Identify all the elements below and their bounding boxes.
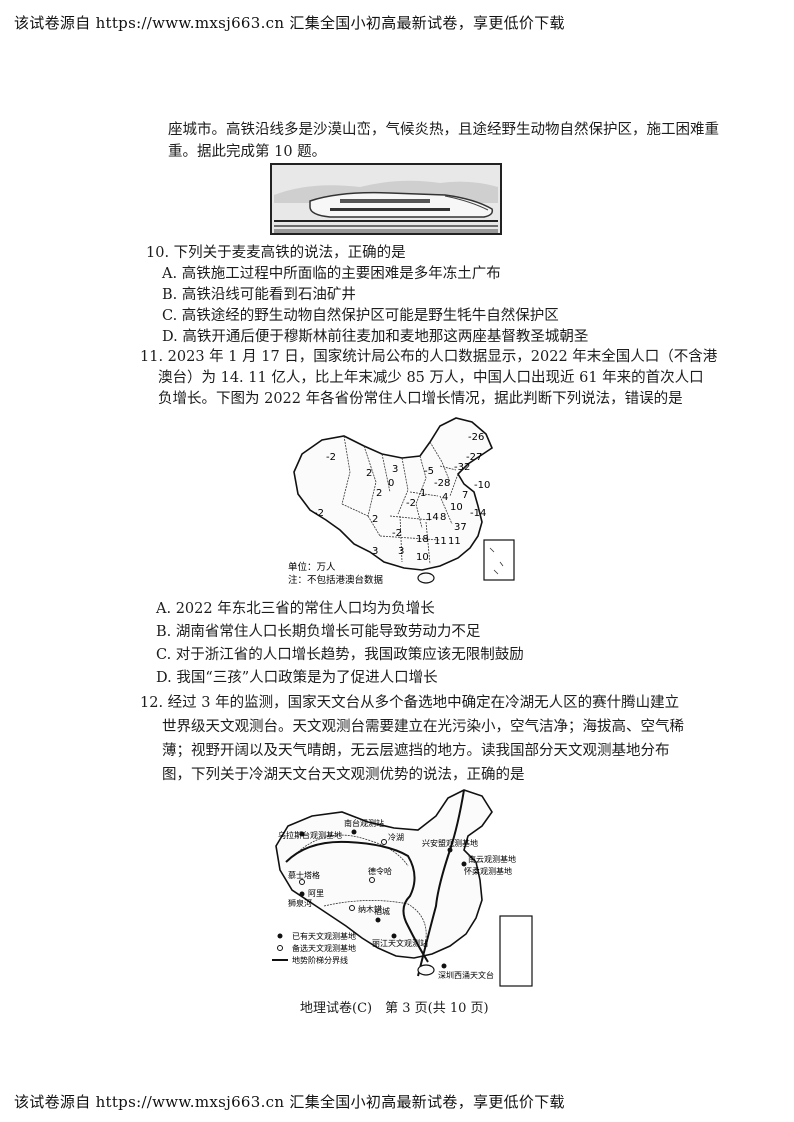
q12-stem-line-2: 世界级天文观测台。天文观测台需要建立在光污染小，空气洁净；海拔高、空气稀 [162, 719, 684, 735]
site-label-8: 狮泉河 [288, 898, 312, 908]
q10-option-d: D. 高铁开通后便于穆斯林前往麦加和麦地那这两座基督教圣城朝圣 [162, 329, 589, 345]
map-value-gansu: 2 [366, 468, 372, 479]
map-value-ningxia: 0 [388, 478, 394, 489]
map-value-henan: 4 [442, 492, 448, 503]
site-label-4: 南云观测基地 [468, 854, 516, 864]
map-value-tibet: -2 [314, 508, 324, 519]
map-value-shanxi: 1 [420, 488, 426, 499]
site-label-5: 怀柔观测基地 [464, 866, 512, 876]
q10-option-a: A. 高铁施工过程中所面临的主要困难是多年冻土广布 [162, 266, 501, 282]
q12-stem-line-4: 图，下列关于冷湖天文台天文观测优势的说法，正确的是 [162, 767, 525, 783]
map-value-neimenggu: 3 [392, 464, 398, 475]
site-label-9: 德令哈 [368, 866, 392, 876]
map-note-label: 注：不包括港澳台数据 [288, 574, 384, 586]
map-value-jilin: -27 [466, 452, 482, 463]
q11-option-a: A. 2022 年东北三省的常住人口均为负增长 [156, 601, 435, 617]
q12-stem-line-1: 12. 经过 3 年的监测，国家天文台从多个备选地中确定在冷湖无人区的赛什腾山建… [140, 695, 680, 711]
high-speed-train-photo [270, 163, 502, 235]
site-label-12: 丽江天文观测站 [372, 938, 428, 948]
site-label-7: 阿里 [308, 889, 324, 898]
map-value-tianjin: 7 [462, 490, 468, 501]
map-value-shandong: -10 [474, 480, 490, 491]
map-value-guizhou: -2 [392, 528, 402, 539]
map-value-xinjiang: -2 [326, 452, 336, 463]
observatory-sites-map: 乌拉斯台观测基地 南台观测站 冷湖 兴安盟观测基地 南云观测基地 怀柔观测基地 … [272, 789, 533, 987]
site-label-13: 深圳西涌天文台 [438, 970, 494, 980]
map-value-sichuan: 2 [372, 514, 378, 525]
map-value-hubei: 14 [426, 512, 439, 523]
map-value-jiangsu: 10 [450, 502, 463, 513]
map-value-shaanxi: -2 [406, 498, 416, 509]
q11-option-b: B. 湖南省常住人口长期负增长可能导致劳动力不足 [156, 624, 481, 640]
map-value-heilongjiang: -26 [468, 432, 484, 443]
site-label-1: 南台观测站 [344, 818, 384, 828]
site-label-10: 纳木错 [358, 904, 382, 914]
legend-existing-site: 已有天文观测基地 [292, 931, 356, 941]
map-value-qinghai: 2 [376, 488, 382, 499]
map-value-hunan: 18 [416, 534, 429, 545]
q11-option-d: D. 我国“三孩”人口政策是为了促进人口增长 [156, 670, 438, 686]
intro-line-1: 座城市。高铁沿线多是沙漠山峦，气候炎热，且途经野生动物自然保护区，施工困难重 [168, 122, 719, 138]
q12-stem-line-3: 薄；视野开阔以及天气晴朗，无云层遮挡的地方。读我国部分天文观测基地分布 [162, 743, 670, 759]
legend-candidate-site: 备选天文观测基地 [292, 943, 356, 953]
site-label-0: 乌拉斯台观测基地 [278, 830, 342, 840]
q11-stem-line-3: 负增长。下图为 2022 年各省份常住人口增长情况，据此判断下列说法，错误的是 [158, 391, 683, 407]
site-label-3: 兴安盟观测基地 [422, 838, 478, 848]
page-footer: 地理试卷(C) 第 3 页(共 10 页) [300, 1001, 489, 1016]
source-banner-top: 该试卷源自 https://www.mxsj663.cn 汇集全国小初高最新试卷… [14, 14, 565, 32]
map-value-guangdong: 10 [416, 552, 429, 563]
q11-stem-line-2: 澳台）为 14. 11 亿人，比上年末减少 85 万人，中国人口出现近 61 年… [158, 370, 704, 386]
map-value-liaoning: -32 [454, 462, 470, 473]
site-label-2: 冷湖 [388, 832, 404, 842]
map-value-hebei: -28 [434, 478, 450, 489]
map-value-jiangxi: 11 [434, 536, 447, 547]
map-value-zhejiang: 37 [454, 522, 467, 533]
map-unit-label: 单位：万人 [288, 561, 336, 573]
q11-option-c: C. 对于浙江省的人口增长趋势，我国政策应该无限制鼓励 [156, 647, 524, 663]
map-value-yunnan: 3 [372, 546, 378, 557]
q10-stem: 10. 下列关于麦麦高铁的说法，正确的是 [146, 245, 406, 261]
q10-option-c: C. 高铁途经的野生动物自然保护区可能是野生牦牛自然保护区 [162, 308, 559, 324]
map-value-guangxi: 3 [398, 546, 404, 557]
site-label-11: 稻城 [374, 906, 390, 916]
map-value-anhui: 8 [440, 512, 446, 523]
legend-terrain-boundary: 地势阶梯分界线 [292, 955, 348, 965]
q10-option-b: B. 高铁沿线可能看到石油矿井 [162, 287, 356, 303]
map-value-fujian: 11 [448, 536, 461, 547]
q11-stem-line-1: 11. 2023 年 1 月 17 日，国家统计局公布的人口数据显示，2022 … [140, 349, 718, 365]
source-banner-bottom: 该试卷源自 https://www.mxsj663.cn 汇集全国小初高最新试卷… [14, 1093, 565, 1111]
map-value-shanghai: -14 [470, 508, 486, 519]
population-growth-map: -2 -26 -27 -32 -10 -5 -28 -14 -2 2 2 1 4… [288, 417, 515, 586]
intro-line-2: 重。据此完成第 10 题。 [168, 144, 327, 160]
map-value-beijing: -5 [424, 466, 434, 477]
site-label-6: 慕士塔格 [288, 870, 320, 880]
